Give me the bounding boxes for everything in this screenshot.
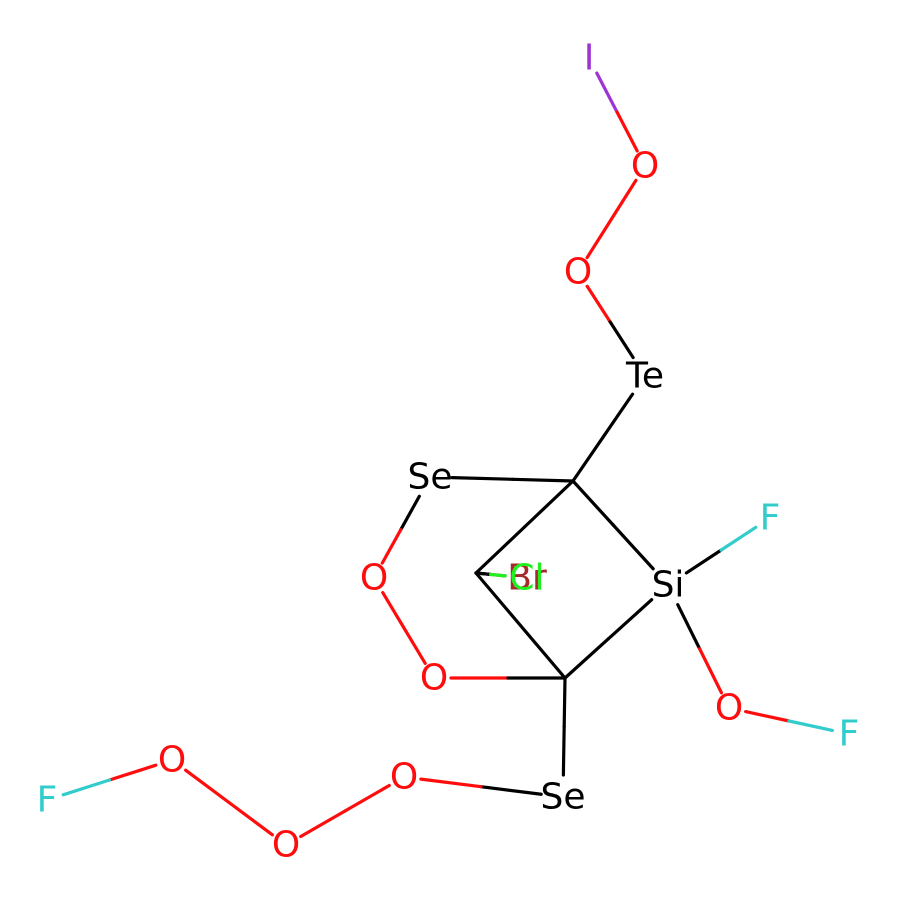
atom-label-o6: O [390, 757, 418, 798]
bond-I1-O1-a [595, 71, 619, 114]
bond-O2-Te1-b [608, 320, 635, 360]
atom-label-o5: O [715, 688, 743, 729]
bond-O8-F3-b [61, 778, 112, 797]
bond-O3-O4-b [402, 626, 427, 666]
bond-O2-Te1-a [585, 284, 612, 324]
bond-layer [61, 71, 834, 839]
bond-Se1-O3-b [380, 528, 403, 565]
atom-label-o1: O [631, 146, 659, 187]
bond-C3-Cl1-b [488, 572, 507, 578]
bond-C1-Se1-a [510, 477, 575, 483]
bond-Si1-F1-a [684, 548, 723, 575]
atom-label-br1: Br [507, 558, 547, 599]
bond-Si1-C2-a [606, 598, 654, 641]
bond-C3-C2-a [474, 571, 523, 628]
bond-C3-Cl1-a [474, 571, 493, 577]
atom-label-i1: I [584, 38, 595, 79]
bond-O5-F2-b [787, 719, 834, 733]
bond-C1-Si1-a [571, 479, 615, 527]
bond-C3-C2-b [518, 623, 567, 680]
bond-O7-O8-a [227, 800, 274, 837]
bond-Se2-O6-b [419, 777, 483, 789]
atom-label-o7: O [272, 825, 300, 866]
bond-O7-O8-b [184, 768, 231, 805]
atom-label-se1: Se [408, 457, 453, 498]
atom-label-o3: O [360, 558, 388, 599]
bond-Se1-O3-a [399, 494, 421, 532]
atom-label-o8: O [158, 740, 186, 781]
bond-O5-F2-a [744, 709, 791, 723]
bond-C2-Se2-a [562, 676, 567, 729]
bond-O3-O4-a [381, 590, 406, 630]
bond-C1-Se1-b [450, 476, 515, 481]
atom-label-o4: O [420, 658, 448, 699]
atom-label-se2: Se [541, 777, 586, 818]
bond-C2-Se2-b [561, 724, 566, 777]
bond-O8-F3-a [107, 763, 158, 782]
bond-Se2-O6-a [479, 785, 543, 796]
bond-O1-O2-a [609, 178, 638, 221]
bond-O6-O7-b [299, 809, 347, 839]
bond-C1-C3-a [522, 479, 575, 529]
atom-label-f3: F [37, 780, 58, 821]
bond-O6-O7-a [343, 783, 391, 813]
atom-label-te1: Te [625, 356, 664, 397]
atom-label-si1: Si [652, 565, 685, 606]
atom-label-o2: O [564, 252, 592, 293]
bond-Te1-C1-a [601, 392, 635, 440]
bond-O1-O2-b [585, 217, 614, 260]
bond-C1-C3-b [474, 525, 527, 575]
bond-Si1-O5-b [698, 647, 724, 695]
bond-I1-O1-b [615, 110, 639, 153]
bond-C1-Si1-b [611, 523, 655, 571]
atom-label-f2: F [839, 714, 860, 755]
bond-Si1-F1-b [719, 525, 758, 552]
bond-Si1-C2-b [563, 637, 610, 680]
atom-label-cl1: Cl [509, 558, 544, 599]
bond-Si1-O5-a [676, 603, 702, 651]
bond-Te1-C1-b [571, 435, 605, 483]
atom-label-f1: F [760, 498, 781, 539]
